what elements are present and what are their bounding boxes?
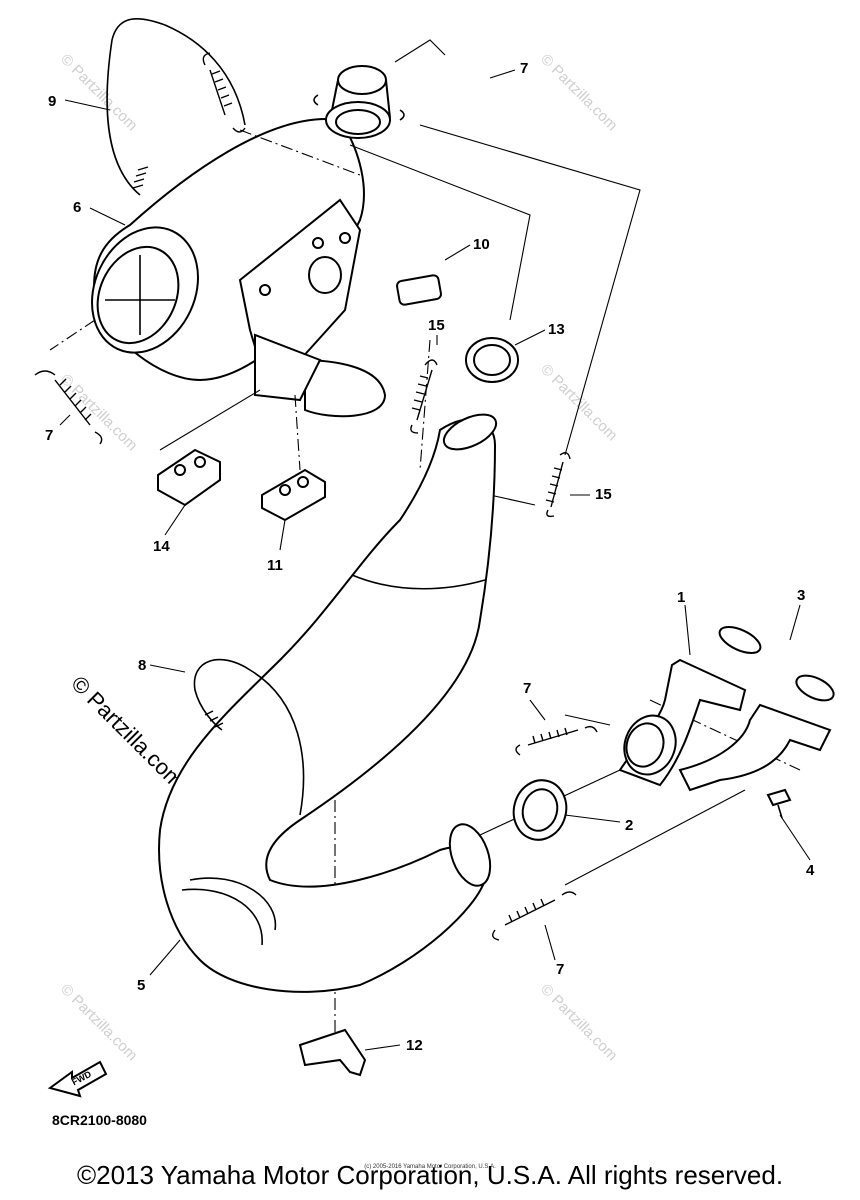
callout-15-right: 15 xyxy=(595,486,612,503)
top-connector-pipe xyxy=(313,65,405,139)
callout-7-bottom: 7 xyxy=(556,961,564,978)
part-code: 8CR2100-8080 xyxy=(52,1112,147,1128)
watermark: © Partzilla.com xyxy=(57,371,140,454)
callout-10: 10 xyxy=(473,236,490,253)
callout-7-top: 7 xyxy=(520,60,528,77)
spring-7-middle xyxy=(515,725,598,756)
small-print: (c) 2005-2016 Yamaha Motor Corporation, … xyxy=(364,1164,496,1170)
callout-2: 2 xyxy=(625,817,633,834)
part-11-bracket xyxy=(261,468,326,522)
spring-15-upper xyxy=(410,359,438,434)
callout-6: 6 xyxy=(73,199,81,216)
spring-7-lower-right xyxy=(492,891,577,941)
part-3-gaskets xyxy=(718,626,835,702)
callout-8: 8 xyxy=(138,657,146,674)
copyright-notice: ©2013 Yamaha Motor Corporation, U.S.A. A… xyxy=(76,1160,784,1190)
part-13-gasket xyxy=(465,337,519,383)
spring-15-lower xyxy=(545,452,571,518)
part-2-gasket xyxy=(512,779,568,841)
watermark: © Partzilla.com xyxy=(57,981,140,1064)
leader-lines xyxy=(59,69,811,1051)
callout-1: 1 xyxy=(677,589,685,606)
watermark: © Partzilla.com xyxy=(537,361,620,444)
callout-9: 9 xyxy=(48,93,56,110)
watermark: © Partzilla.com xyxy=(57,51,140,134)
part-5-expansion-chamber xyxy=(158,413,498,993)
callout-7-middle: 7 xyxy=(523,680,531,697)
callout-13: 13 xyxy=(548,321,565,338)
watermark: © Partzilla.com xyxy=(537,51,620,134)
callout-11: 11 xyxy=(267,557,283,574)
callout-14: 14 xyxy=(153,538,170,555)
part-12-bracket xyxy=(298,1028,367,1077)
watermark-large: © Partzilla.com xyxy=(66,671,189,794)
callout-3: 3 xyxy=(797,587,805,604)
part-14-bracket xyxy=(157,448,221,507)
part-1-exhaust-manifold xyxy=(618,658,832,792)
part-8-wire xyxy=(193,658,305,816)
part-4-bolt xyxy=(766,788,792,819)
part-9-wire-coil xyxy=(132,166,149,189)
spring-7-top-left xyxy=(202,52,246,133)
callout-12: 12 xyxy=(406,1037,423,1054)
callout-4: 4 xyxy=(806,862,815,879)
spring-7-left xyxy=(34,370,103,445)
fwd-arrow-icon: FWD xyxy=(47,1060,108,1098)
part-10-cap xyxy=(396,274,442,306)
callout-7-left: 7 xyxy=(45,427,53,444)
watermark: © Partzilla.com xyxy=(537,981,620,1064)
part-9-wire xyxy=(106,18,246,196)
callout-labels: 9 6 7 10 15 13 7 15 14 11 1 3 8 7 2 4 5 … xyxy=(45,60,815,1054)
part-6-silencer xyxy=(91,118,387,418)
callout-15-top: 15 xyxy=(428,317,445,334)
callout-5: 5 xyxy=(137,977,145,994)
